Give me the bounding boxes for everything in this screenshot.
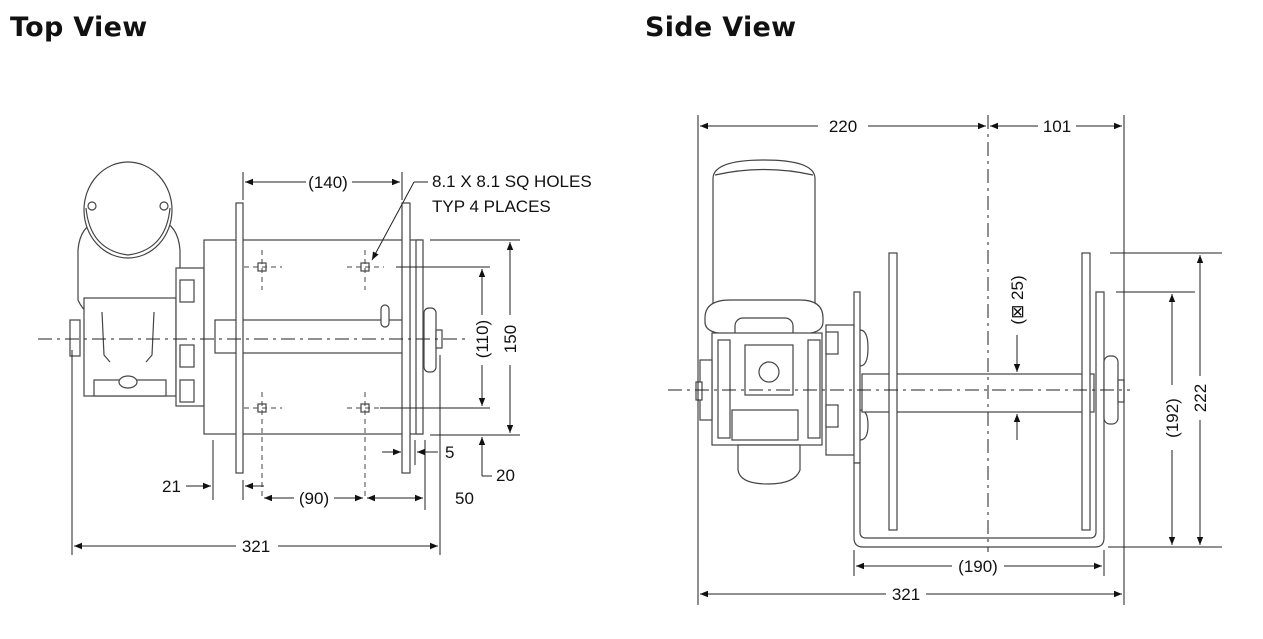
dim-222: 222 (1191, 384, 1210, 412)
dim-101: 101 (1043, 117, 1071, 136)
callout-holes-line2: TYP 4 PLACES (432, 197, 551, 216)
dim-110: (110) (473, 320, 492, 358)
hub (423, 307, 437, 373)
keyway (380, 304, 390, 328)
callout-holes-line1: 8.1 X 8.1 SQ HOLES (432, 172, 592, 191)
nut (1117, 379, 1125, 403)
dim-220: 220 (829, 117, 857, 136)
top-view-title: Top View (10, 12, 148, 43)
mount-plate (853, 291, 861, 464)
dim-50: 50 (455, 489, 474, 508)
shaft (861, 373, 1095, 413)
dim-321: 321 (242, 537, 270, 556)
side-view-title: Side View (645, 12, 797, 43)
motor (704, 159, 824, 343)
dim-150: 150 (501, 325, 520, 353)
dim-5: 5 (445, 443, 454, 462)
square-holes (244, 250, 384, 500)
side-plate (415, 239, 424, 435)
dim-192: (192) (1163, 398, 1182, 438)
left-flange (235, 202, 244, 474)
side-view-drawing: 220 101 (⊠ 25) (192) 222 (190) 321 (668, 115, 1222, 605)
top-dimensions: (140) 8.1 X 8.1 SQ HOLES TYP 4 PLACES 15… (71, 172, 592, 556)
side-dimensions: 220 101 (⊠ 25) (192) 222 (190) 321 (697, 115, 1222, 605)
motor (77, 161, 181, 323)
right-drum-flange (1081, 252, 1091, 531)
dim-21: 21 (162, 477, 181, 496)
dim-321: 321 (892, 585, 920, 604)
dim-20: 20 (496, 466, 515, 485)
right-flange (401, 202, 411, 474)
left-drum-flange (888, 252, 898, 531)
dim-140: (140) (308, 173, 348, 192)
gearbox (69, 267, 215, 408)
dim-25-square: (⊠ 25) (1008, 275, 1027, 324)
dim-190: (190) (958, 557, 998, 576)
u-bracket (853, 291, 1105, 548)
gearbox (695, 324, 869, 485)
top-view-drawing: (140) 8.1 X 8.1 SQ HOLES TYP 4 PLACES 15… (38, 161, 592, 556)
shaft (214, 319, 406, 354)
dim-90: (90) (299, 489, 329, 508)
